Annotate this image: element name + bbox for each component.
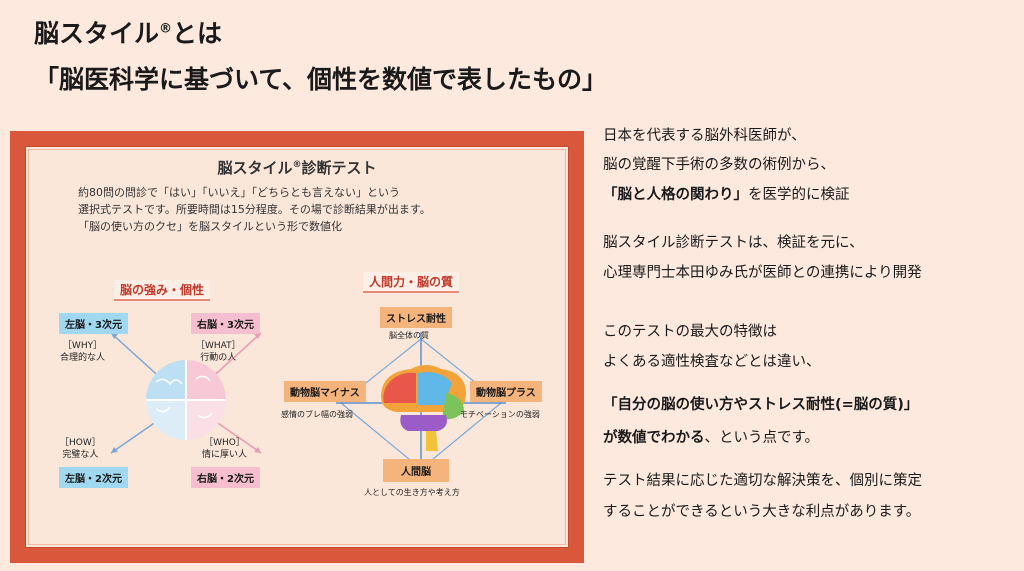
strengths-label: 脳の強み・個性 bbox=[114, 280, 211, 301]
text-p3-line1: このテストの最大の特徴は bbox=[603, 324, 777, 340]
left-brain-3d-desc: ［WHY］合理的な人 bbox=[60, 341, 106, 363]
right-brain-2d-box: 右脳・2次元 bbox=[191, 467, 260, 488]
text-p4-line1: テスト結果に応じた適切な解決策を、個別に策定 bbox=[603, 473, 922, 489]
brain-diagram-lines bbox=[110, 332, 506, 477]
left-brain-2d-box: 左脳・2次元 bbox=[59, 467, 128, 488]
text-p1-line1: 日本を代表する脳外科医師が、 bbox=[603, 128, 806, 144]
page-title: 脳スタイル®とは bbox=[34, 19, 223, 48]
right-brain-3d-desc: ［WHAT］行動の人 bbox=[196, 341, 241, 363]
text-p3-line4: が数値でわかる、という点です。 bbox=[603, 430, 820, 446]
animal-brain-minus-box: 動物脳マイナス bbox=[284, 381, 366, 402]
text-p3-line2: よくある適性検査などとは違い、 bbox=[603, 354, 821, 370]
test-description: 約80問の問診で「はい」「いいえ」「どちらとも言えない」という 選択式テストです… bbox=[78, 186, 431, 233]
diagnosis-panel: 脳スタイル®診断テスト 約80問の問診で「はい」「いいえ」「どちらとも言えない」… bbox=[10, 131, 584, 563]
human-brain-desc: 人としての生き方や考え方 bbox=[364, 488, 460, 497]
text-p1-line2: 脳の覚醒下手術の多数の術例から、 bbox=[603, 157, 835, 173]
left-brain-3d-box: 左脳・3次元 bbox=[59, 313, 128, 334]
animal-brain-minus-desc: 感情のブレ幅の強弱 bbox=[281, 410, 353, 419]
animal-brain-plus-box: 動物脳プラス bbox=[470, 381, 542, 402]
stress-tolerance-box: ストレス耐性 bbox=[380, 307, 452, 328]
text-p4-line2: することができるという大きな利点があります。 bbox=[603, 504, 921, 520]
right-brain-2d-desc: ［WHO］情に厚い人 bbox=[202, 438, 248, 460]
text-p2-line2: 心理専門士本田ゆみ氏が医師との連携により開発 bbox=[603, 265, 922, 281]
text-p2-line1: 脳スタイル診断テストは、検証を元に、 bbox=[603, 235, 864, 251]
animal-brain-plus-desc: モチベーションの強弱 bbox=[460, 410, 540, 419]
human-brain-box: 人間脳 bbox=[383, 459, 449, 482]
diagnosis-panel-inner: 脳スタイル®診断テスト 約80問の問診で「はい」「いいえ」「どちらとも言えない」… bbox=[25, 146, 569, 548]
stress-tolerance-desc: 脳全体の質 bbox=[389, 331, 429, 340]
text-p3-line3: 「自分の脳の使い方やストレス耐性(=脳の質)」 bbox=[603, 397, 919, 413]
page-subtitle: 「脳医科学に基づいて、個性を数値で表したもの」 bbox=[34, 65, 608, 94]
text-p1-line3: 「脳と人格の関わり」を医学的に検証 bbox=[603, 187, 850, 203]
test-title: 脳スタイル®診断テスト bbox=[217, 159, 377, 177]
right-brain-3d-box: 右脳・3次元 bbox=[191, 313, 260, 334]
left-brain-2d-desc: ［HOW］完璧な人 bbox=[60, 438, 101, 460]
human-power-label: 人間力・脳の質 bbox=[363, 272, 460, 293]
